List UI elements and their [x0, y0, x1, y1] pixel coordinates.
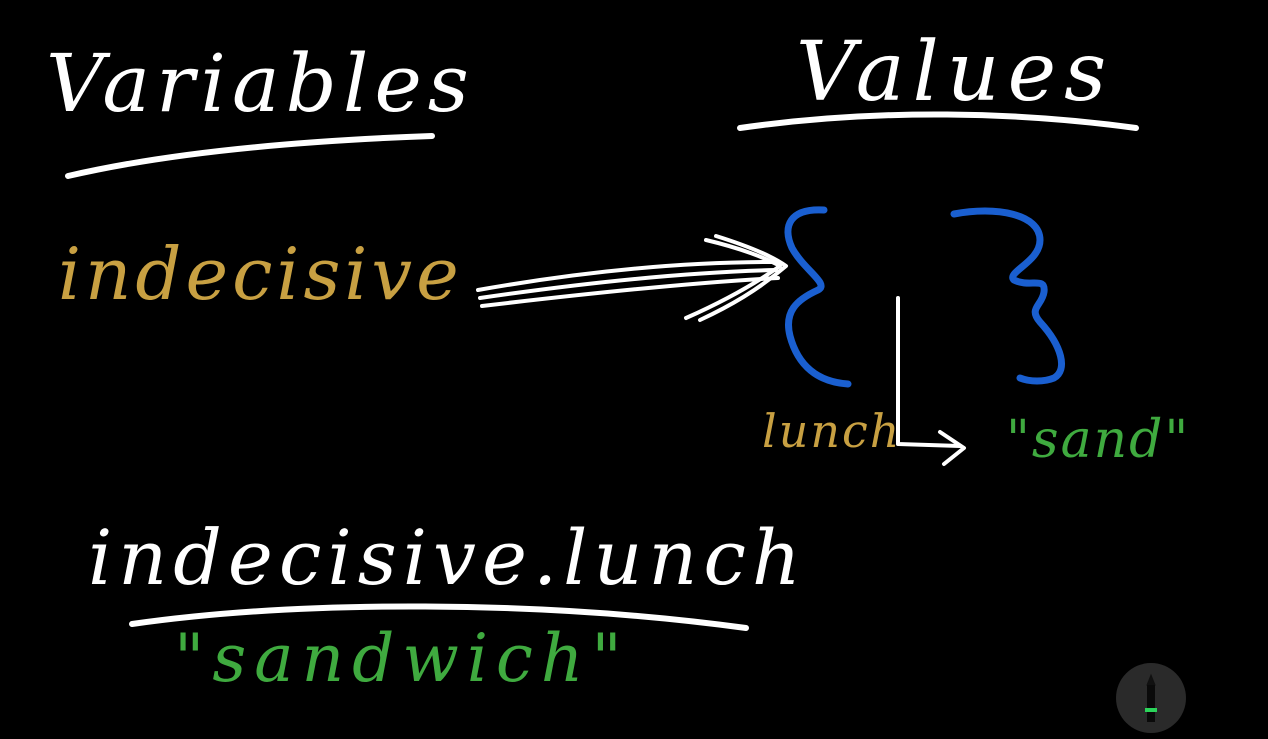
heading-variables: Variables	[46, 37, 475, 130]
object-value: "sand"	[1006, 410, 1191, 470]
reference-arrow	[476, 234, 788, 322]
left-curly-brace	[784, 206, 852, 388]
variables-underline	[65, 133, 435, 179]
values-underline	[737, 111, 1139, 131]
object-key: lunch	[762, 404, 902, 458]
pen-tool-button[interactable]	[1116, 663, 1186, 733]
right-curly-brace	[950, 207, 1065, 385]
access-expression: indecisive.lunch	[88, 513, 807, 602]
property-pointer	[896, 296, 966, 466]
pen-tool-icon	[1145, 673, 1157, 722]
variable-name: indecisive	[58, 232, 463, 316]
heading-values: Values	[796, 25, 1115, 120]
access-result: "sandwich"	[174, 620, 630, 697]
expression-underline	[129, 603, 749, 631]
